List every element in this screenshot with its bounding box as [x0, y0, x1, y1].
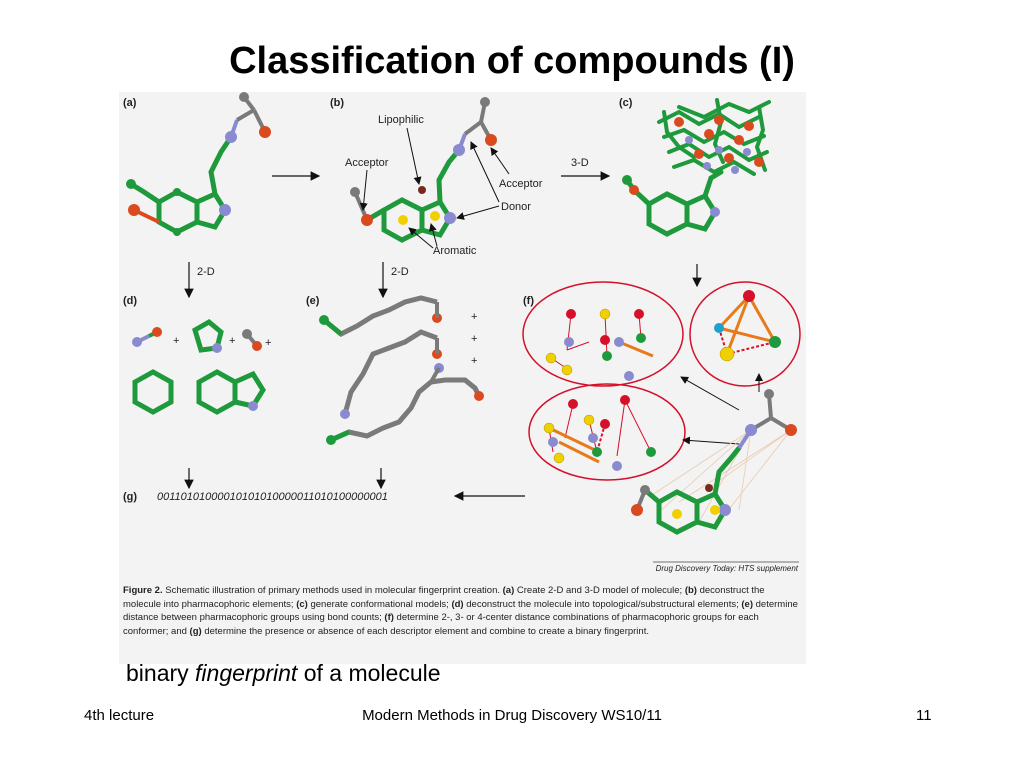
annotation-2d-left: 2-D	[197, 266, 215, 278]
panel-label-a: (a)	[123, 97, 137, 109]
annotation-2d-right: 2-D	[391, 266, 409, 278]
plus-d-3: +	[265, 337, 271, 349]
caption-e: (e)	[741, 598, 753, 610]
panel-label-b: (b)	[330, 97, 344, 109]
footer-lecture: 4th lecture	[84, 707, 155, 724]
footer-course: Modern Methods in Drug Discovery WS10/11	[362, 707, 662, 724]
arrow-to-set-1	[680, 376, 740, 411]
caption-f: (f)	[384, 612, 394, 624]
caption-text-e: determine distance between pharmacophori…	[123, 598, 798, 624]
subtitle-emphasis: fingerprint	[195, 660, 298, 686]
figure-caption: Figure 2. Schematic illustration of prim…	[123, 584, 799, 638]
annotation-donor: Donor	[501, 201, 531, 213]
caption-c: (c)	[296, 598, 308, 610]
caption-text-a: Create 2-D and 3-D model of molecule;	[514, 585, 685, 596]
molecule-a	[126, 92, 271, 236]
footer-page-number: 11	[916, 707, 932, 724]
molecule-e-chains	[319, 295, 484, 445]
panel-label-g: (g)	[123, 491, 137, 503]
figure-diagram: (a) (b) (c) (d) (e) (f) (g)	[123, 92, 801, 563]
panel-label-d: (d)	[123, 295, 137, 307]
plus-e-3: +	[471, 355, 477, 367]
figure-source: Drug Discovery Today: HTS supplement	[655, 564, 798, 573]
panel-label-c: (c)	[619, 97, 633, 109]
molecule-f	[631, 389, 797, 535]
fingerprint-figure: (a) (b) (c) (d) (e) (f) (g)	[119, 92, 806, 664]
subtitle-pre: binary	[126, 660, 196, 686]
caption-d: (d)	[451, 598, 464, 610]
caption-g: (g)	[189, 625, 202, 637]
annotation-acceptor-left: Acceptor	[345, 157, 389, 169]
panel-label-e: (e)	[306, 295, 320, 307]
arrow-to-set-3	[682, 436, 740, 445]
molecule-c-conformers	[622, 98, 771, 237]
plus-e-1: +	[471, 311, 477, 323]
slide-title: Classification of compounds (I)	[229, 40, 795, 82]
plus-d-1: +	[173, 335, 179, 347]
caption-text-g: determine the presence or absence of eac…	[201, 625, 649, 637]
annotation-3d: 3-D	[571, 157, 589, 169]
caption-text-d: deconstruct the molecule into topologica…	[463, 598, 742, 610]
subtitle-post: of a molecule	[297, 660, 441, 686]
caption-b: (b)	[684, 585, 697, 596]
annotation-aromatic: Aromatic	[433, 245, 477, 257]
pharmacophore-sets	[522, 281, 801, 481]
plus-e-2: +	[471, 333, 477, 345]
caption-text-f: determine 2-, 3- or 4-center distance co…	[123, 612, 759, 637]
plus-d-2: +	[229, 335, 235, 347]
caption-text-1: Schematic illustration of primary method…	[162, 585, 503, 596]
annotation-pointers	[359, 127, 510, 249]
caption-text-b: deconstruct the molecule into pharmacoph…	[123, 585, 765, 610]
annotation-acceptor-right: Acceptor	[499, 178, 543, 190]
annotation-lipophilic: Lipophilic	[378, 114, 424, 126]
fingerprint-bitstring: 00110101000010101010000011010100000001	[157, 491, 388, 503]
slide-subtitle: binary fingerprint of a molecule	[126, 660, 441, 687]
caption-fig-label: Figure 2.	[123, 585, 163, 596]
caption-text-c: generate conformational models;	[307, 598, 452, 610]
panel-label-f: (f)	[523, 295, 534, 307]
caption-a: (a)	[502, 585, 515, 596]
molecule-d-fragments	[132, 318, 266, 415]
